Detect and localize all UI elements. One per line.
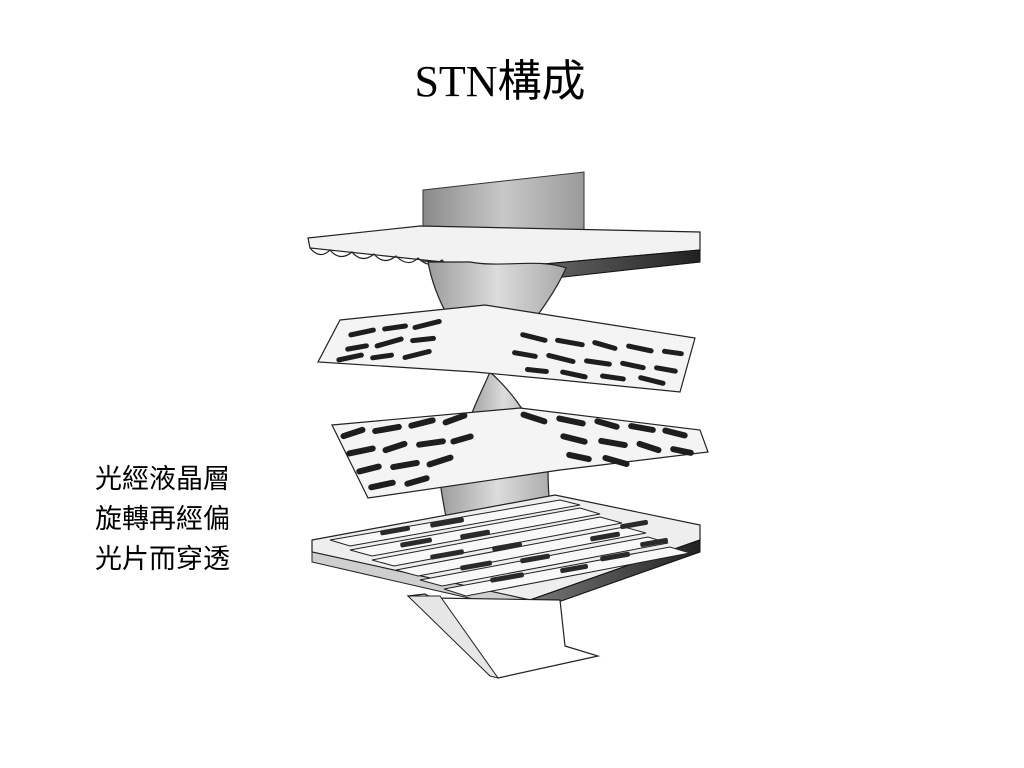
slide-title: STN構成 (414, 57, 586, 106)
caption-line-3: 光片而穿透 (95, 544, 230, 575)
bottom-polarizer (311, 494, 701, 613)
arrow-head (406, 595, 500, 679)
lower-liquid-crystal-layer (331, 407, 709, 499)
electrode-pads (380, 517, 668, 583)
caption-text: 光經液晶層 旋轉再經偏 光片而穿透 (95, 460, 295, 580)
downward-arrow-icon (406, 593, 601, 679)
caption-line-1: 光經液晶層 (95, 464, 230, 495)
upper-lc-molecules (336, 318, 684, 386)
upper-liquid-crystal-layer (317, 304, 696, 393)
upper-lc-plate (317, 304, 696, 393)
lower-lc-molecules (340, 411, 694, 491)
caption-line-2: 旋轉再經偏 (95, 504, 230, 535)
arrow-shaft (406, 593, 601, 679)
